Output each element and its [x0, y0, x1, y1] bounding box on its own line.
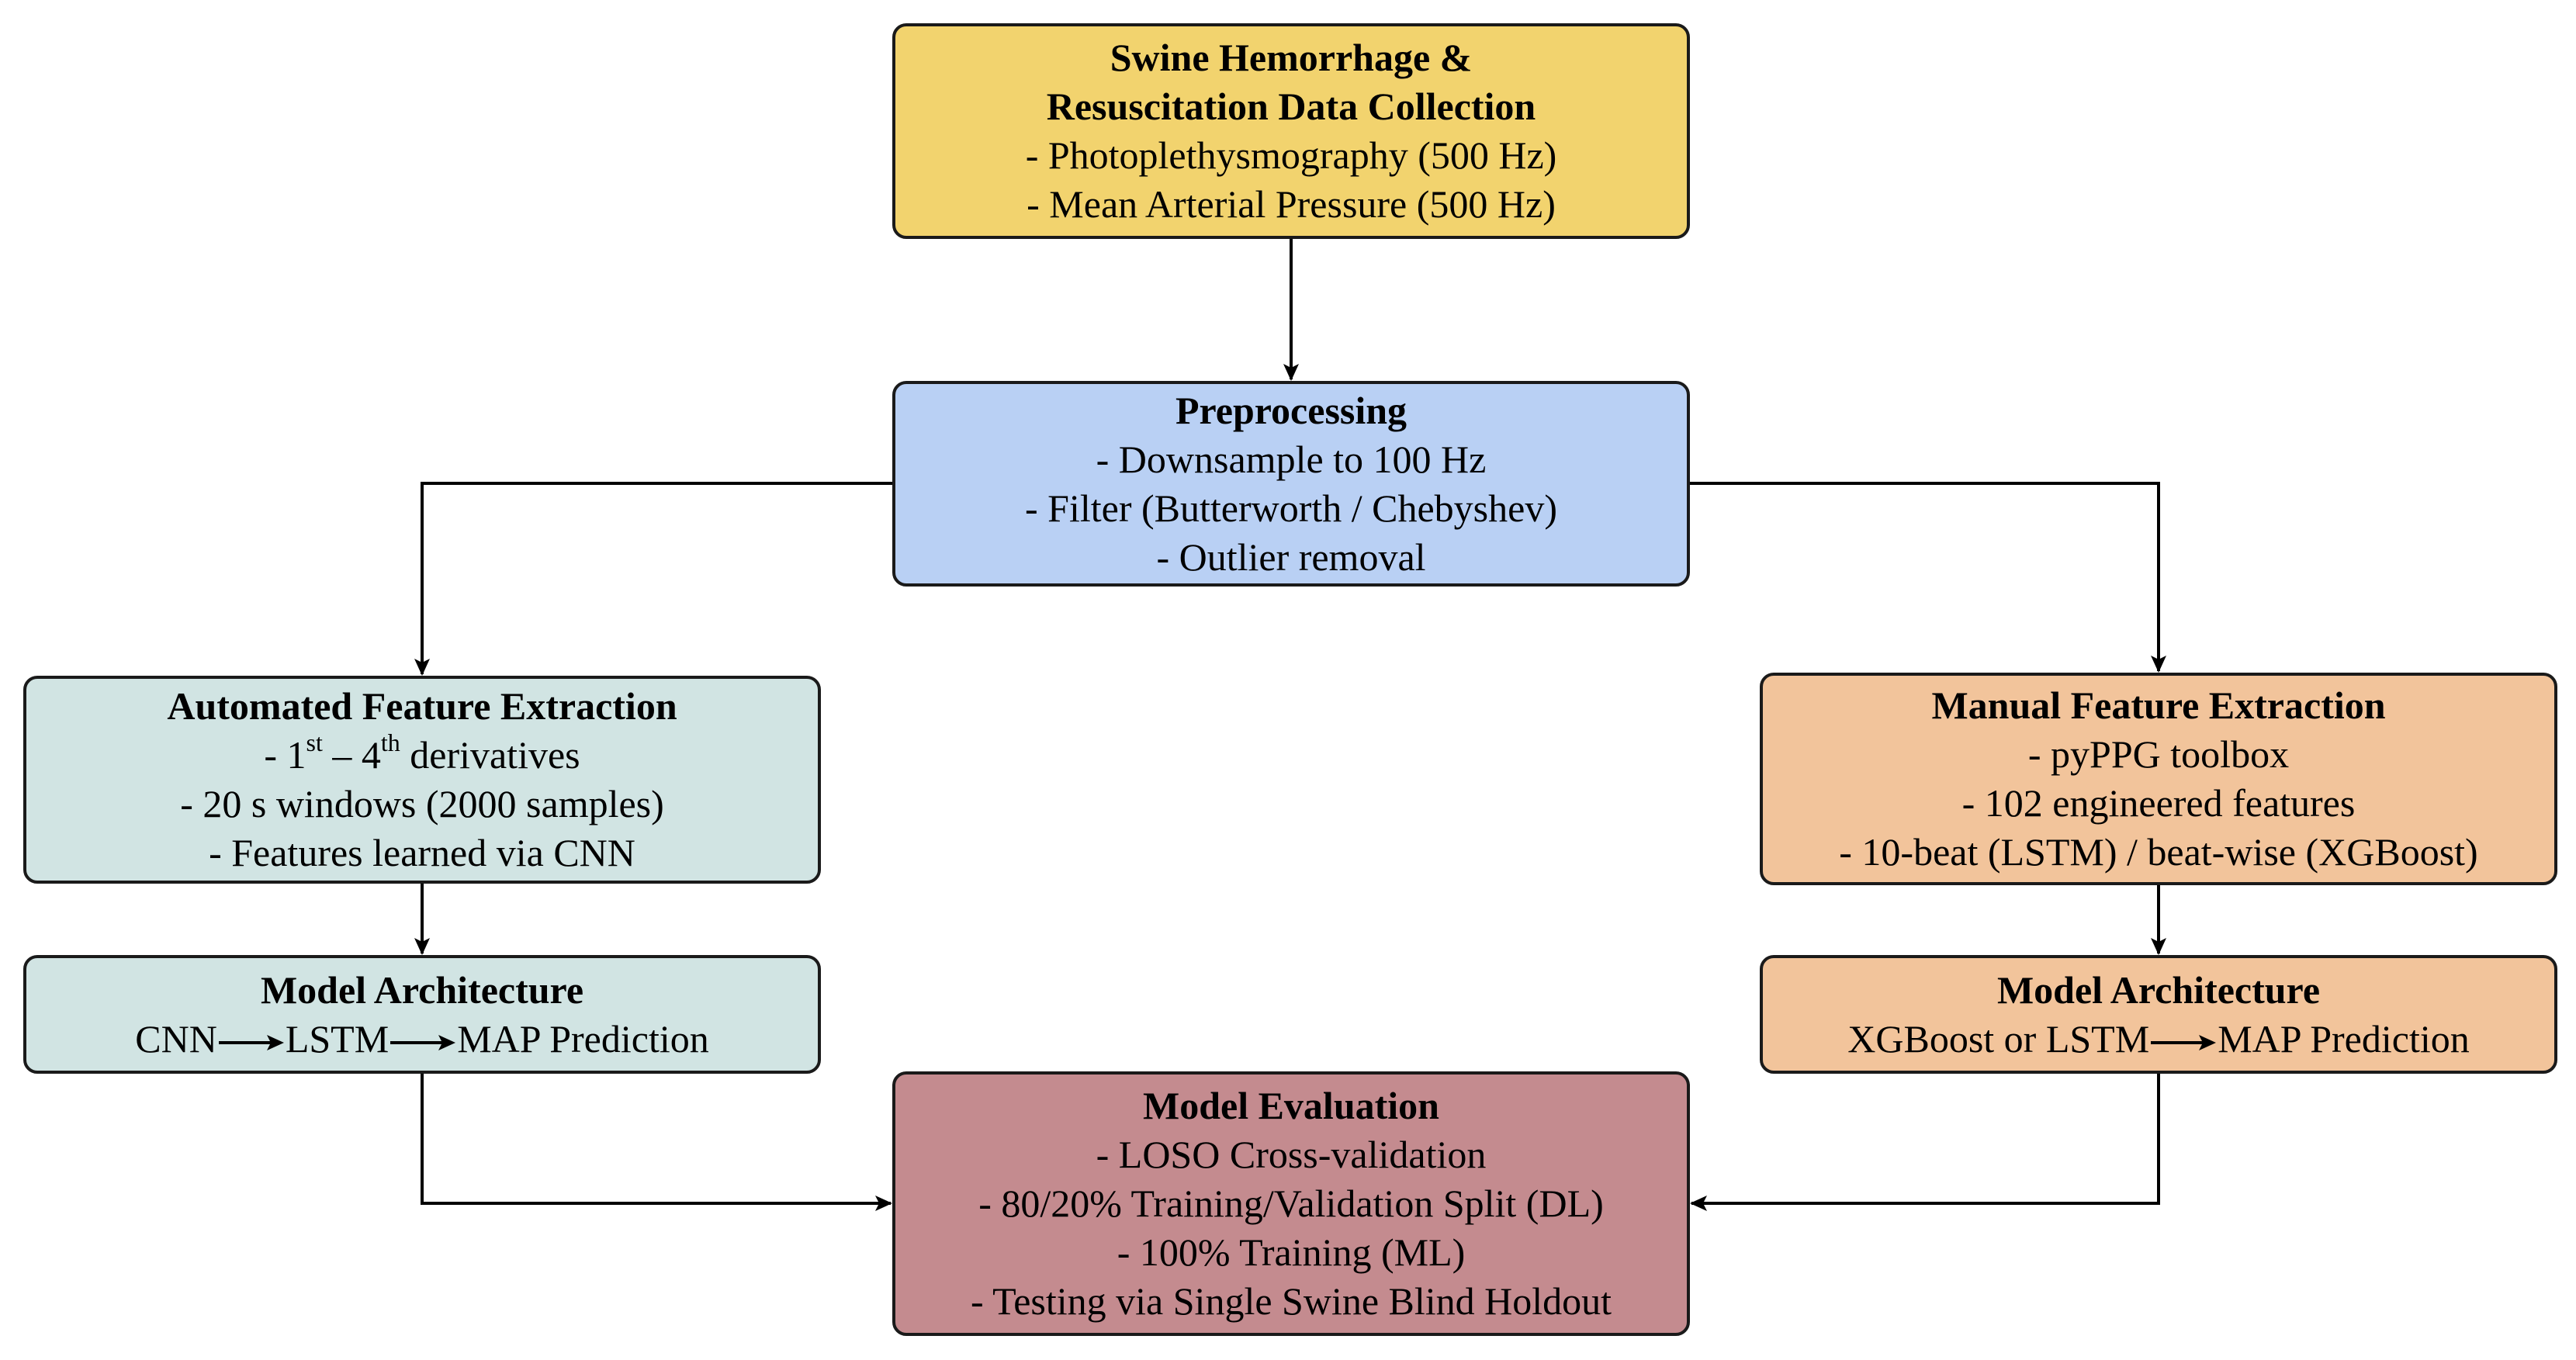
evaluation-item: - LOSO Cross-validation [1096, 1133, 1487, 1176]
derivatives-superscript-first: st [306, 728, 323, 756]
data-collection-title-line1: Swine Hemorrhage & [1110, 36, 1473, 79]
evaluation-item: - 100% Training (ML) [1117, 1230, 1466, 1274]
automated-item: - 20 s windows (2000 samples) [180, 782, 664, 825]
derivatives-superscript-fourth: th [380, 728, 400, 756]
derivatives-range: – 4 [322, 733, 381, 777]
evaluation-item: - 80/20% Training/Validation Split (DL) [978, 1182, 1604, 1225]
pipeline-step: MAP Prediction [2218, 1016, 2470, 1061]
derivatives-prefix: - 1 [264, 733, 306, 777]
preprocessing-box: Preprocessing - Downsample to 100 Hz - F… [892, 381, 1690, 587]
model-architecture-left-title: Model Architecture [260, 967, 584, 1012]
automated-feature-extraction-box: Automated Feature Extraction - 1st – 4th… [23, 676, 821, 884]
manual-feature-extraction-title: Manual Feature Extraction [1931, 683, 2386, 727]
data-collection-item: - Mean Arterial Pressure (500 Hz) [1027, 182, 1556, 226]
model-architecture-right-pipeline: XGBoost or LSTM MAP Prediction [1847, 1015, 2469, 1064]
model-architecture-right-title: Model Architecture [1996, 967, 2321, 1012]
automated-item: - Features learned via CNN [209, 831, 635, 874]
preprocessing-title: Preprocessing [1175, 388, 1407, 432]
derivatives-item: - 1st – 4th derivatives [264, 728, 580, 780]
pipeline-step: CNN [135, 1016, 217, 1061]
edge-left-architecture-to-evaluation [421, 1074, 892, 1211]
model-architecture-right-box: Model Architecture XGBoost or LSTM MAP Pr… [1760, 955, 2557, 1074]
pipeline-step: MAP Prediction [457, 1016, 709, 1061]
model-architecture-left-pipeline: CNN LSTM MAP Prediction [135, 1015, 708, 1064]
derivatives-suffix: derivatives [400, 733, 580, 777]
model-evaluation-title: Model Evaluation [1143, 1084, 1439, 1127]
data-collection-box: Swine Hemorrhage & Resuscitation Data Co… [892, 23, 1690, 239]
data-collection-title-line2: Resuscitation Data Collection [1046, 85, 1536, 128]
pipeline-step: XGBoost or LSTM [1847, 1016, 2150, 1061]
pipeline-step: LSTM [285, 1016, 390, 1061]
preprocessing-item: - Downsample to 100 Hz [1096, 437, 1487, 481]
manual-item: - 10-beat (LSTM) / beat-wise (XGBoost) [1839, 830, 2478, 874]
preprocessing-item: - Outlier removal [1156, 535, 1426, 579]
right-arrow-icon [218, 1035, 284, 1051]
model-architecture-left-box: Model Architecture CNN LSTM MAP Prediction [23, 955, 821, 1074]
manual-item: - pyPPG toolbox [2027, 732, 2290, 776]
automated-feature-extraction-title: Automated Feature Extraction [167, 684, 677, 728]
right-arrow-icon [390, 1035, 456, 1051]
manual-item: - 102 engineered features [1961, 781, 2356, 825]
edge-preprocessing-to-manual [1690, 482, 2166, 673]
evaluation-item: - Testing via Single Swine Blind Holdout [970, 1279, 1612, 1323]
edge-preprocessing-to-automated [414, 482, 892, 676]
edge-right-architecture-to-evaluation [1690, 1074, 2160, 1211]
preprocessing-item: - Filter (Butterworth / Chebyshev) [1025, 486, 1557, 530]
manual-feature-extraction-box: Manual Feature Extraction - pyPPG toolbo… [1760, 673, 2557, 885]
right-arrow-icon [2151, 1035, 2217, 1051]
model-evaluation-box: Model Evaluation - LOSO Cross-validation… [892, 1071, 1690, 1336]
data-collection-item: - Photoplethysmography (500 Hz) [1025, 133, 1557, 177]
